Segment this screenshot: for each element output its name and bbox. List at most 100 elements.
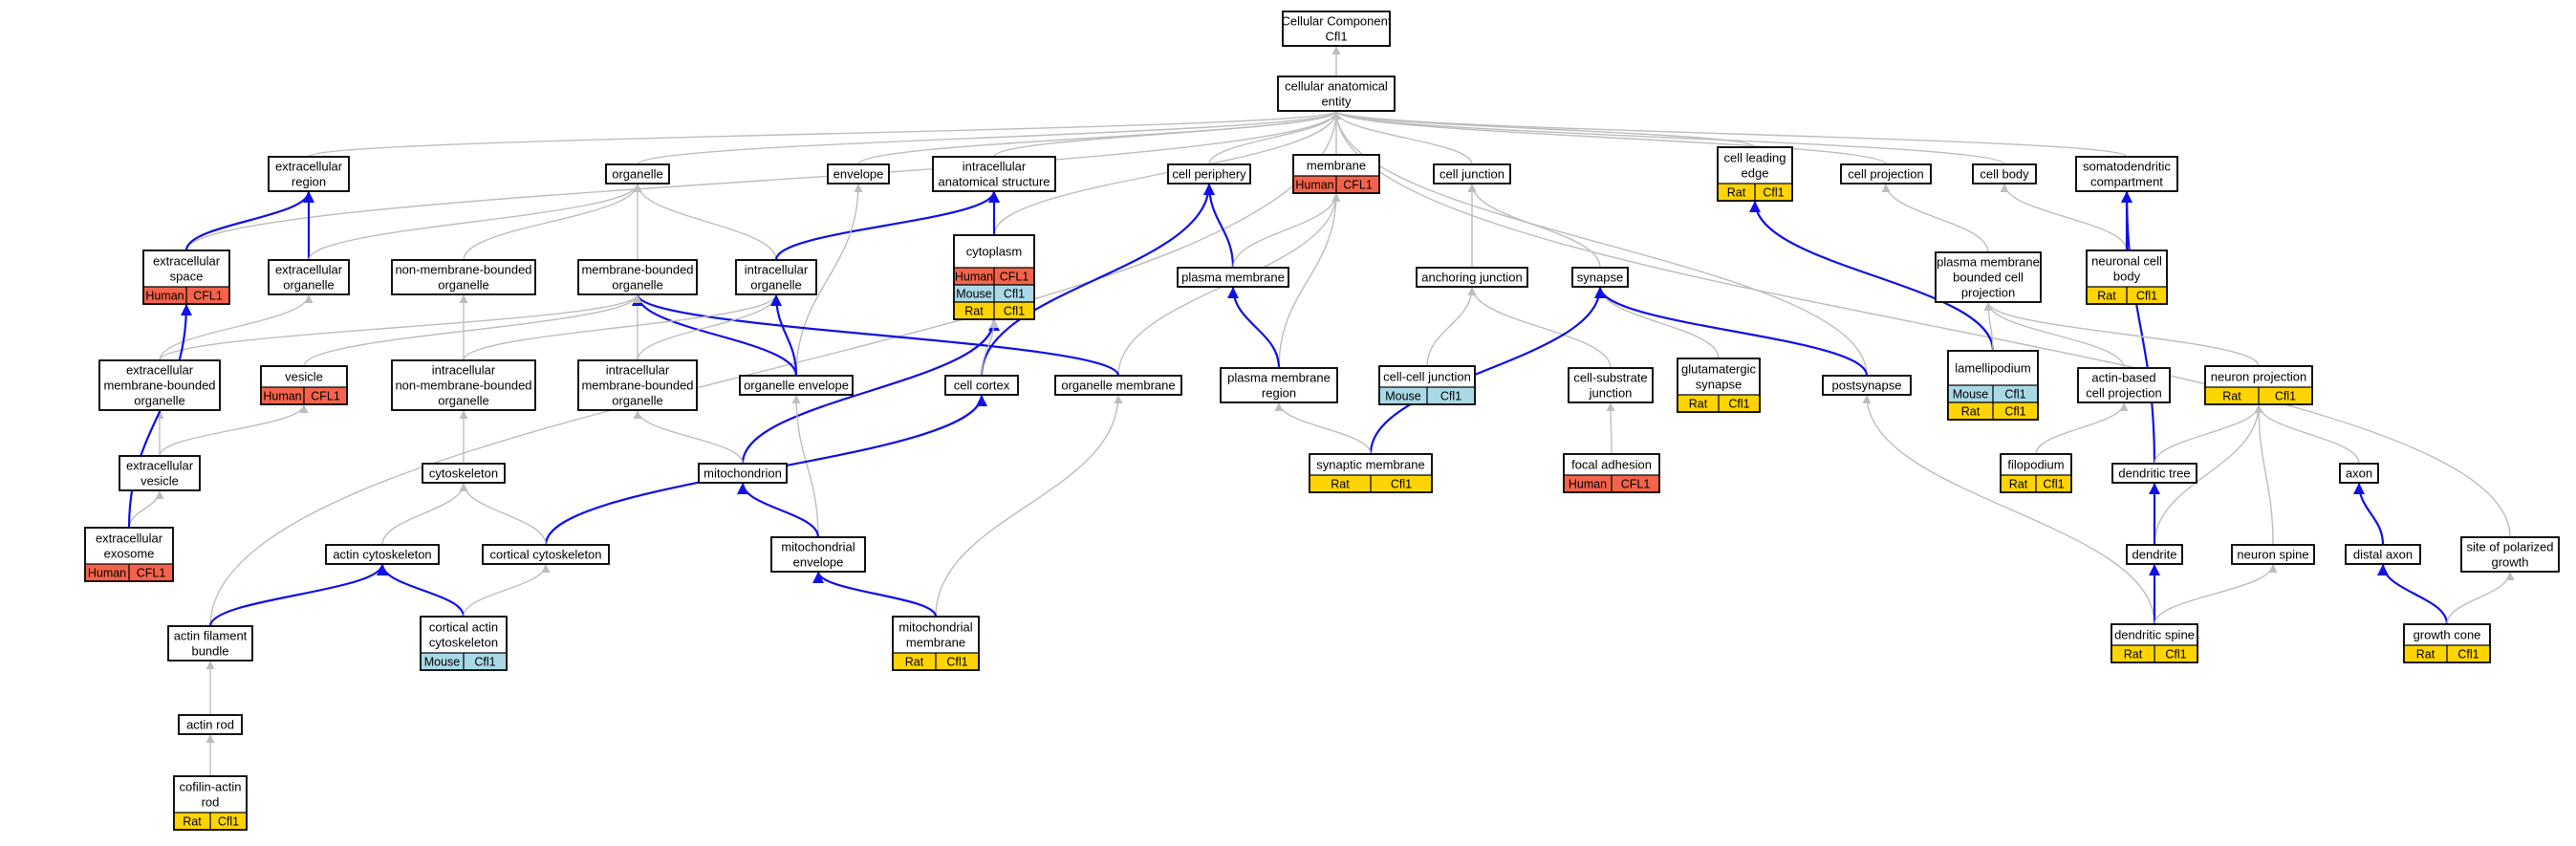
node-frame bbox=[827, 163, 890, 184]
node-cproj[interactable]: cell projection bbox=[1840, 163, 1932, 184]
node-psyn[interactable]: postsynapse bbox=[1822, 375, 1912, 396]
node-label: intracellular bbox=[745, 263, 809, 277]
node-ccsk[interactable]: cortical cytoskeleton bbox=[482, 544, 610, 565]
edge-synm-to-syn bbox=[1369, 286, 1606, 455]
node-label: actin cytoskeleton bbox=[333, 548, 431, 562]
edge-mito-to-cyto bbox=[741, 318, 1000, 465]
node-frame bbox=[1677, 358, 1761, 413]
node-organelle[interactable]: organelle bbox=[605, 163, 670, 184]
node-label: Cellular Component bbox=[1282, 14, 1392, 29]
node-frame bbox=[1972, 163, 2037, 184]
node-label: envelope bbox=[793, 555, 844, 570]
gene-symbol: CFL1 bbox=[137, 567, 166, 580]
node-daxon[interactable]: distal axon bbox=[2345, 544, 2421, 565]
node-ccortex[interactable]: cell cortex bbox=[944, 375, 1019, 396]
node-mito[interactable]: mitochondrion bbox=[698, 463, 788, 484]
node-label: extracellular bbox=[126, 363, 194, 378]
node-cperiph[interactable]: cell periphery bbox=[1167, 163, 1251, 184]
node-nspine[interactable]: neuron spine bbox=[2231, 544, 2315, 565]
node-label: membrane bbox=[1307, 159, 1366, 173]
node-oenv[interactable]: organelle envelope bbox=[739, 375, 854, 396]
gene-symbol: Cfl1 bbox=[946, 656, 967, 669]
node-cbody[interactable]: cell body bbox=[1972, 163, 2037, 184]
node-label: neuron spine bbox=[2237, 548, 2308, 562]
node-label: cell projection bbox=[1848, 167, 1924, 182]
node-aj[interactable]: anchoring junction bbox=[1416, 267, 1528, 288]
node-label: organelle bbox=[612, 167, 663, 182]
node-label: site of polarized bbox=[2466, 540, 2553, 554]
node-inmbo[interactable]: intracellularnon-membrane-boundedorganel… bbox=[391, 359, 536, 411]
node-syn[interactable]: synapse bbox=[1571, 267, 1629, 288]
node-label: extracellular bbox=[275, 160, 343, 174]
edge-ias-to-cae bbox=[993, 110, 1341, 158]
node-frame bbox=[1935, 251, 2042, 303]
species-name: Mouse bbox=[956, 288, 992, 301]
edge-menv-to-oenv bbox=[791, 394, 819, 538]
node-cytosk[interactable]: cytoskeleton bbox=[422, 463, 506, 484]
node-pm[interactable]: plasma membrane bbox=[1177, 267, 1289, 288]
node-frame bbox=[142, 249, 230, 305]
node-label: space bbox=[170, 270, 204, 284]
node-label: axon bbox=[2346, 466, 2372, 481]
node-frame bbox=[932, 156, 1056, 192]
node-envelope[interactable]: envelope bbox=[827, 163, 890, 184]
node-omem[interactable]: organelle membrane bbox=[1054, 375, 1182, 396]
node-frame bbox=[391, 259, 536, 295]
node-axon[interactable]: axon bbox=[2339, 463, 2379, 484]
edge-mmem-to-omem bbox=[935, 394, 1123, 618]
node-dend[interactable]: dendrite bbox=[2126, 544, 2183, 565]
node-box bbox=[391, 359, 536, 411]
node-label: distal axon bbox=[2353, 548, 2413, 562]
node-dtree[interactable]: dendritic tree bbox=[2111, 463, 2197, 484]
node-box bbox=[770, 536, 866, 573]
node-label: actin rod bbox=[186, 718, 234, 732]
node-frame bbox=[770, 536, 866, 573]
node-frame bbox=[605, 163, 670, 184]
node-acsk[interactable]: actin cytoskeleton bbox=[325, 544, 440, 565]
node-label: plasma membrane bbox=[1181, 271, 1285, 285]
node-arod[interactable]: actin rod bbox=[178, 714, 243, 735]
node-label: growth bbox=[2491, 555, 2528, 570]
species-name: Mouse bbox=[1385, 390, 1421, 403]
node-cjunc[interactable]: cell junction bbox=[1433, 163, 1511, 184]
edge-lam-to-cle bbox=[1749, 200, 1995, 352]
